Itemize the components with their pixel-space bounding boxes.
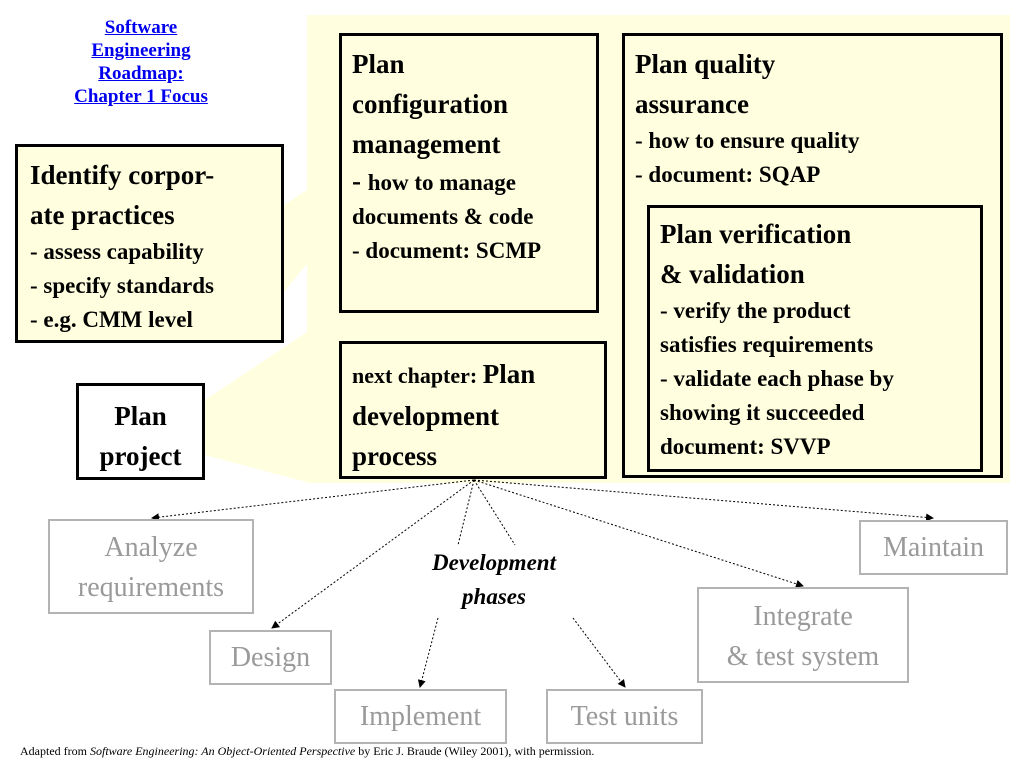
- qa-title-line-1: Plan quality: [635, 49, 776, 79]
- connector-left: [457, 479, 475, 546]
- roadmap-link-line-1: Software: [104, 17, 178, 38]
- config-item-2: documents & code: [352, 204, 534, 229]
- vv-item-1: - verify the product: [660, 298, 851, 323]
- verification-validation-box: Plan verification & validation - verify …: [647, 205, 983, 472]
- roadmap-link-line-2: Engineering: [91, 40, 191, 61]
- config-management-box: Plan configuration management - how to m…: [339, 33, 599, 313]
- callout-wedge-corporate: [284, 188, 310, 292]
- phase-implement-label: Implement: [359, 701, 482, 732]
- config-item-1-text: how to manage: [367, 170, 516, 195]
- config-item-3: - document: SCMP: [352, 238, 542, 263]
- vv-item-5: document: SVVP: [660, 434, 831, 459]
- config-title-line-1: Plan: [352, 49, 405, 79]
- phase-analyze-line-1: Analyze: [104, 532, 198, 563]
- plan-project-line-1: Plan: [114, 401, 167, 431]
- arrow-to-design: [271, 479, 475, 629]
- phase-analyze-requirements: Analyze requirements: [48, 519, 254, 614]
- roadmap-link[interactable]: Software Engineering Roadmap: Chapter 1 …: [40, 16, 242, 108]
- phase-analyze-line-2: requirements: [77, 572, 225, 603]
- phase-test-units: Test units: [546, 689, 703, 744]
- attribution-footer: Adapted from Software Engineering: An Ob…: [20, 744, 594, 759]
- phase-integrate-line-2: & test system: [726, 641, 880, 672]
- qa-title-line-2: assurance: [635, 89, 749, 119]
- phase-design-label: Design: [230, 642, 311, 673]
- corporate-item-3: - e.g. CMM level: [30, 307, 193, 332]
- qa-item-1: - how to ensure quality: [635, 128, 860, 153]
- corporate-title-line-1: Identify corpor-: [30, 160, 215, 190]
- arrow-to-integrate: [473, 479, 804, 588]
- arrow-to-maintain: [473, 479, 934, 522]
- vv-title-line-2: & validation: [660, 259, 805, 289]
- footer-book-title: Software Engineering: An Object-Oriented…: [89, 744, 356, 758]
- next-chapter-lead: next chapter:: [352, 363, 483, 388]
- footer-suffix: by Eric J. Braude (Wiley 2001), with per…: [355, 744, 595, 758]
- config-title-line-3: management: [352, 129, 501, 159]
- config-item-1: - how to manage: [352, 164, 586, 200]
- arrow-to-analyze: [151, 479, 475, 522]
- connector-right: [473, 479, 516, 546]
- corporate-item-2: - specify standards: [30, 273, 215, 298]
- development-phases-line-1: Development: [432, 550, 556, 575]
- phase-integrate-line-1: Integrate: [753, 601, 853, 632]
- corporate-title-line-2: ate practices: [30, 200, 175, 230]
- callout-wedge-plan-project: [205, 330, 310, 483]
- vv-item-2: satisfies requirements: [660, 332, 874, 357]
- phase-integrate-test-system: Integrate & test system: [697, 587, 909, 683]
- footer-prefix: Adapted from: [20, 744, 90, 758]
- corporate-item-1: - assess capability: [30, 239, 204, 264]
- config-item-1-prefix: -: [352, 166, 368, 196]
- arrow-to-implement: [417, 617, 439, 688]
- arrow-to-test: [572, 617, 626, 688]
- roadmap-link-line-3: Roadmap:: [98, 63, 184, 84]
- plan-project-line-2: project: [99, 441, 182, 471]
- vv-item-3: - validate each phase by: [660, 366, 894, 391]
- roadmap-link-line-4: Chapter 1 Focus: [74, 86, 208, 107]
- development-phases-line-2: phases: [462, 584, 526, 609]
- vv-title-line-1: Plan verification: [660, 219, 852, 249]
- phase-design: Design: [209, 630, 332, 685]
- development-phases-label: Development phases: [404, 546, 584, 614]
- corporate-practices-box: Identify corpor- ate practices - assess …: [15, 144, 284, 343]
- vv-item-4: showing it succeeded: [660, 400, 865, 425]
- next-chapter-title-first: Plan: [482, 359, 536, 389]
- plan-project-box: Plan project: [76, 383, 205, 480]
- qa-item-2: - document: SQAP: [635, 162, 821, 187]
- next-chapter-title-line-3: process: [352, 441, 437, 471]
- next-chapter-title-line-2: development: [352, 401, 499, 431]
- config-title-line-2: configuration: [352, 89, 509, 119]
- phase-maintain: Maintain: [859, 520, 1008, 575]
- phase-implement: Implement: [334, 689, 507, 744]
- phase-test-label: Test units: [570, 701, 679, 732]
- next-chapter-first-line: next chapter: Plan: [352, 354, 594, 396]
- next-chapter-box: next chapter: Plan development process: [339, 341, 607, 479]
- phase-maintain-label: Maintain: [882, 532, 985, 563]
